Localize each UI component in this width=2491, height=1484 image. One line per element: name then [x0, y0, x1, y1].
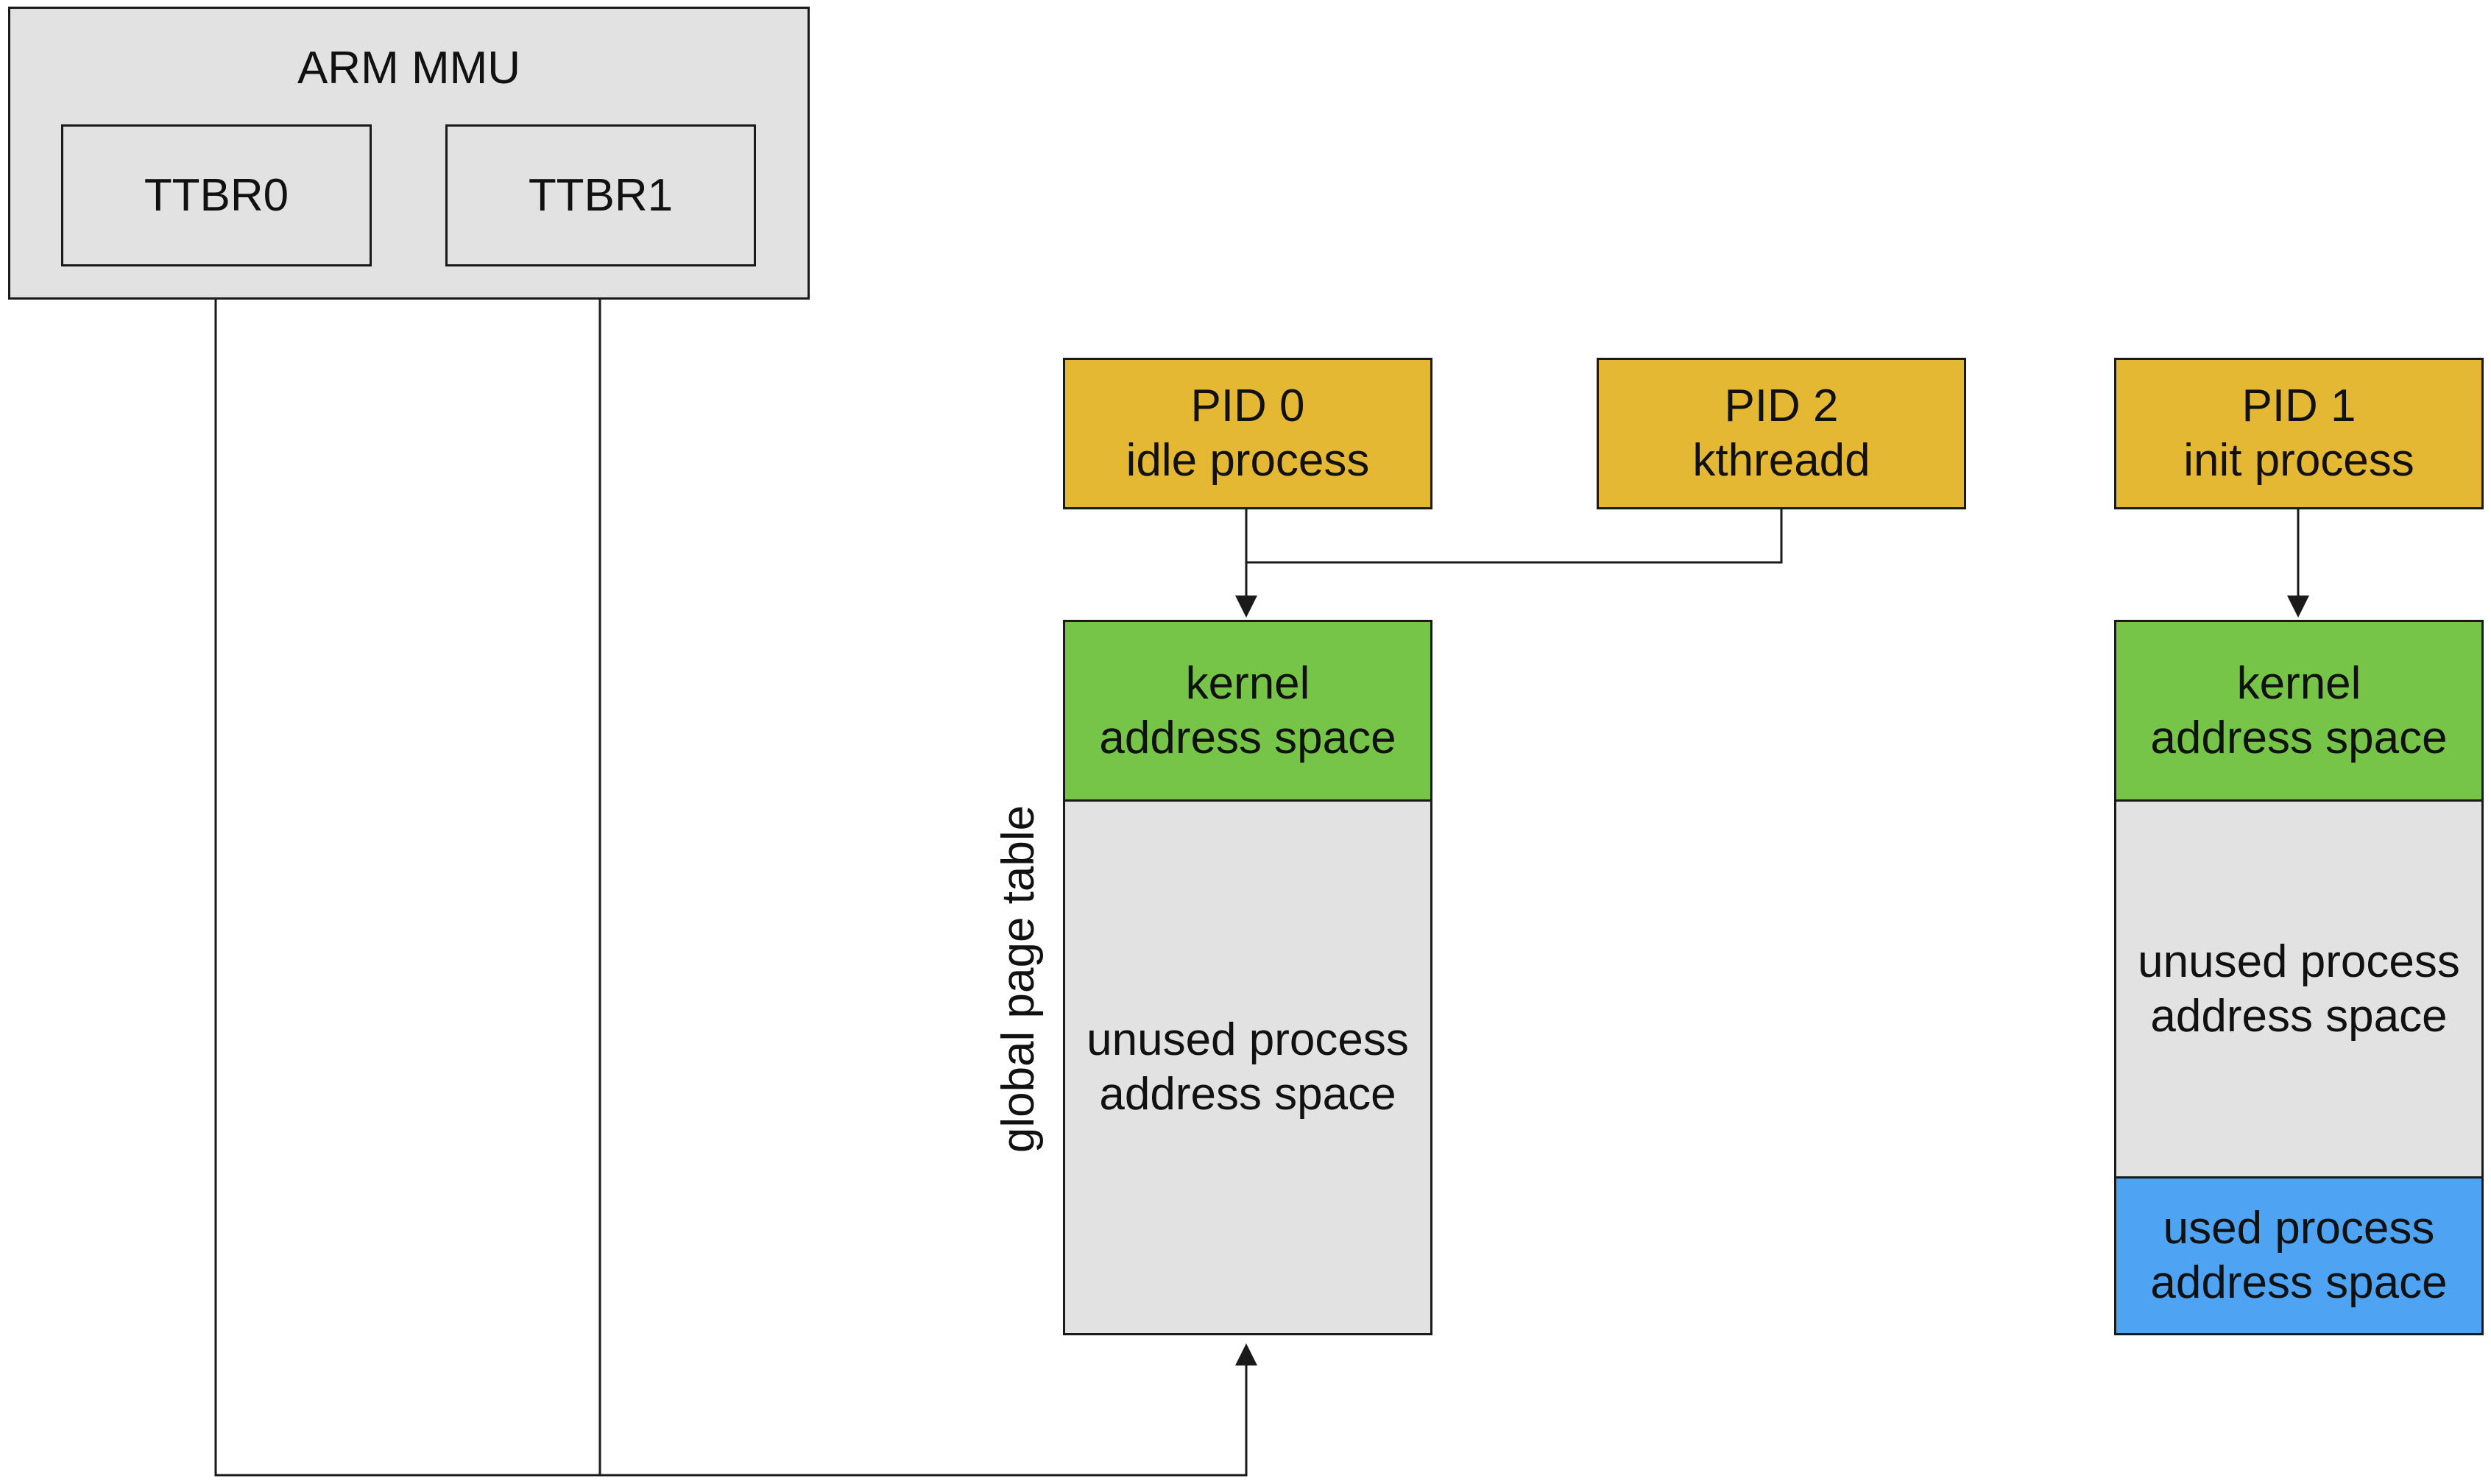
ttbr0-connector: [214, 266, 1257, 1477]
ttbr0-label: TTBR0: [144, 169, 289, 221]
init-used-address-space: used process address space: [2114, 1176, 2484, 1335]
pid0-box: PID 0 idle process: [1063, 358, 1432, 509]
ttbr1-box: TTBR1: [445, 124, 756, 266]
global-unused-address-space: unused process address space: [1063, 799, 1432, 1335]
pid2-box: PID 2 kthreadd: [1597, 358, 1966, 509]
init-kernel-label-2: address space: [2150, 712, 2448, 763]
pid0-name: idle process: [1126, 435, 1370, 486]
pid2-connector: [1246, 508, 1783, 564]
pid1-name: init process: [2183, 435, 2414, 486]
pid0-id: PID 0: [1190, 381, 1305, 431]
global-kernel-label-1: kernel: [1185, 657, 1310, 709]
global-page-table-label: global page table: [993, 805, 1044, 1153]
init-kernel-label-1: kernel: [2236, 657, 2361, 709]
init-unused-label-1: unused process: [2138, 936, 2460, 987]
arm-mmu-title: ARM MMU: [297, 43, 521, 93]
init-used-label-1: used process: [2163, 1203, 2435, 1254]
global-unused-label-1: unused process: [1086, 1014, 1409, 1065]
global-kernel-address-space: kernel address space: [1063, 620, 1432, 802]
init-kernel-address-space: kernel address space: [2114, 620, 2484, 802]
ttbr0-box: TTBR0: [61, 124, 372, 266]
global-kernel-label-2: address space: [1099, 712, 1396, 763]
pid1-box: PID 1 init process: [2114, 358, 2484, 509]
init-used-label-2: address space: [2150, 1257, 2448, 1308]
pid1-id: PID 1: [2241, 381, 2356, 431]
pid2-id: PID 2: [1724, 381, 1839, 431]
ttbr1-label: TTBR1: [528, 169, 674, 221]
global-unused-label-2: address space: [1099, 1069, 1396, 1120]
pid2-name: kthreadd: [1692, 435, 1870, 486]
init-unused-address-space: unused process address space: [2114, 799, 2484, 1179]
init-unused-label-2: address space: [2150, 990, 2448, 1042]
